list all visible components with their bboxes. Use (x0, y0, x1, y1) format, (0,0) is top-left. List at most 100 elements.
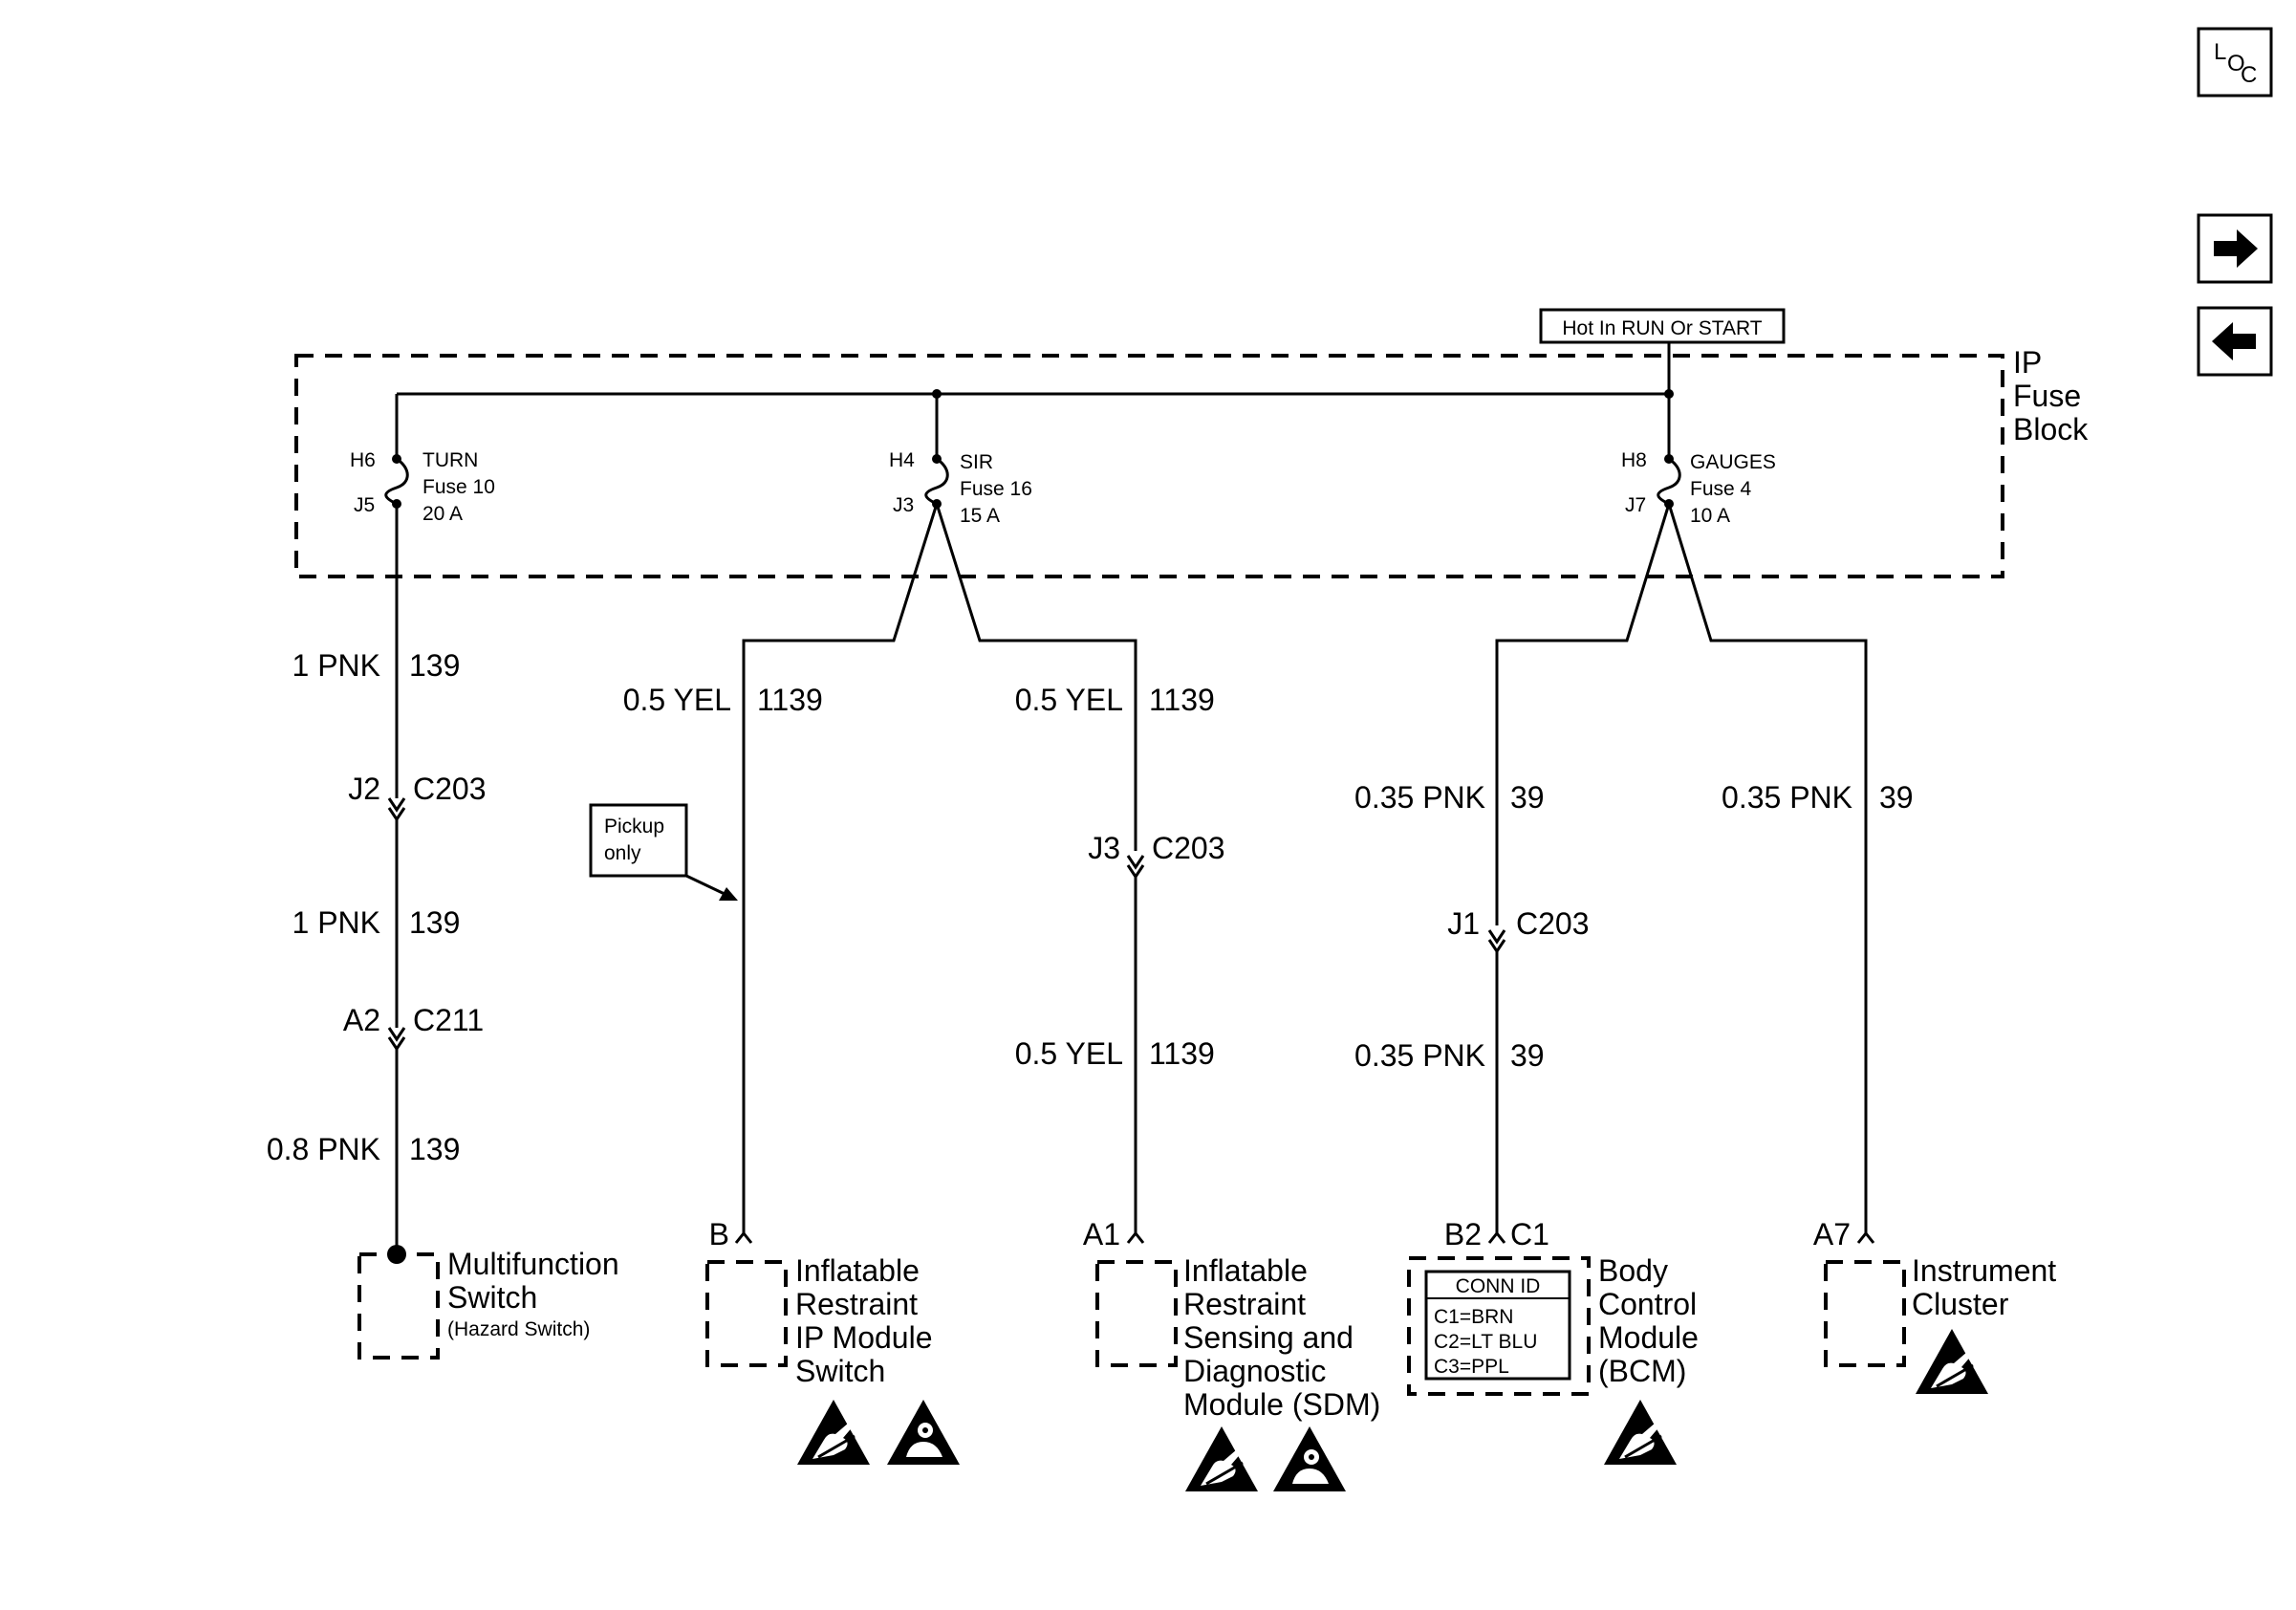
fuse-sir-bottom-pin: J3 (893, 494, 914, 516)
component-label: Module (1598, 1320, 1699, 1355)
component-label: Restraint (795, 1287, 918, 1321)
wire-circuit-label: 39 (1879, 780, 1914, 815)
ip-module-switch: B Inflatable Restraint IP Module Switch (705, 1217, 960, 1467)
fuse-turn-number: Fuse 10 (422, 476, 495, 498)
fuse-turn-top-pin: H6 (350, 449, 376, 471)
connector-pin-label: A2 (343, 1003, 380, 1037)
component-label: Module (SDM) (1183, 1387, 1380, 1422)
conn-id-row: C2=LT BLU (1434, 1331, 1537, 1353)
next-page-button[interactable] (2197, 213, 2273, 284)
component-label: Diagnostic (1183, 1354, 1326, 1388)
connector-id-label: C203 (1152, 831, 1225, 865)
component-label: Sensing and (1183, 1320, 1354, 1355)
circuit-1139 (734, 503, 1145, 1244)
component-label: Cluster (1912, 1287, 2009, 1321)
power-source-text: Hot In RUN Or START (1562, 317, 1762, 339)
multifunction-switch: Multifunction Switch (Hazard Switch) (357, 1247, 619, 1360)
fuse-block-label-3: Block (2013, 412, 2089, 446)
fuse-gauges-rating: 10 A (1690, 505, 1730, 527)
component-label: Switch (447, 1280, 537, 1315)
connector-pin-label: J3 (1088, 831, 1120, 865)
component-label: Body (1598, 1253, 1668, 1288)
fuse-sir-top-pin: H4 (889, 449, 915, 471)
sir-warning-icon (1273, 1426, 1346, 1491)
fuse-gauges-bottom-pin: J7 (1625, 494, 1646, 516)
wire-gauge-label: 1 PNK (292, 648, 380, 683)
power-source-label: Hot In RUN Or START (1539, 308, 1786, 344)
component-pin-label: A7 (1813, 1217, 1851, 1251)
wire-circuit-label: 39 (1510, 1038, 1545, 1073)
wire-gauge-label: 0.35 PNK (1354, 780, 1485, 815)
sdm-module: A1 Inflatable Restraint Sensing and Diag… (1083, 1217, 1380, 1493)
component-label: Multifunction (447, 1247, 619, 1281)
wire-circuit-label: 139 (409, 648, 460, 683)
connector-pin-label: J2 (348, 772, 380, 806)
esd-warning-icon (1183, 1425, 1260, 1493)
location-button[interactable]: L O C (2197, 27, 2273, 98)
fuse-turn: H6 J5 TURN Fuse 10 20 A (350, 394, 495, 525)
note-text: Pickup (604, 816, 664, 838)
wire-gauge-label: 0.35 PNK (1354, 1038, 1485, 1073)
previous-page-button[interactable] (2197, 306, 2273, 377)
connector-pin-label: J1 (1447, 906, 1480, 941)
fuse-gauges-name: GAUGES (1690, 451, 1776, 473)
wire-gauge-label: 0.5 YEL (623, 683, 731, 717)
circuit-39 (1487, 503, 1875, 1244)
component-label: Switch (795, 1354, 885, 1388)
fuse-sir-name: SIR (960, 451, 993, 473)
location-button-label-c: C (2241, 62, 2257, 88)
component-label: Control (1598, 1287, 1697, 1321)
component-label: (BCM) (1598, 1354, 1686, 1388)
component-pin-label: B2 (1444, 1217, 1482, 1251)
wire-circuit-label: 1139 (1149, 683, 1215, 717)
arrow-left-icon (2212, 322, 2256, 360)
component-label: Instrument (1912, 1253, 2056, 1288)
conn-id-row: C1=BRN (1434, 1306, 1513, 1328)
wire-circuit-label: 39 (1510, 780, 1545, 815)
component-label: Inflatable (1183, 1253, 1308, 1288)
fuse-block-label-1: IP (2013, 345, 2042, 380)
fuse-gauges-number: Fuse 4 (1690, 478, 1752, 500)
pickup-only-note: Pickup only (589, 803, 738, 901)
wire-gauge-label: 1 PNK (292, 905, 380, 940)
esd-warning-icon (1602, 1398, 1679, 1467)
sir-warning-icon (887, 1400, 960, 1465)
instrument-cluster: A7 Instrument Cluster (1813, 1217, 2056, 1396)
esd-warning-icon (795, 1398, 872, 1467)
fuse-sir-number: Fuse 16 (960, 478, 1032, 500)
circuit-139 (387, 504, 406, 1264)
conn-id-row: C3=PPL (1434, 1356, 1509, 1378)
wire-circuit-label: 1139 (1149, 1036, 1215, 1071)
fuse-gauges: H8 J7 GAUGES Fuse 4 10 A (1621, 394, 1776, 527)
wire-circuit-label: 1139 (757, 683, 823, 717)
component-label: Restraint (1183, 1287, 1306, 1321)
esd-warning-icon (1914, 1327, 1990, 1396)
location-button-label-o: O (2227, 51, 2245, 76)
fuse-turn-rating: 20 A (422, 503, 463, 525)
arrow-right-icon (2214, 229, 2258, 268)
note-text: only (604, 842, 641, 864)
fuse-sir-rating: 15 A (960, 505, 1000, 527)
component-pin-label: B (709, 1217, 729, 1251)
connector-id-label: C211 (413, 1003, 484, 1037)
conn-id-title: CONN ID (1456, 1275, 1541, 1297)
wire-circuit-label: 139 (409, 1132, 460, 1166)
connector-id-label: C203 (413, 772, 487, 806)
component-label: IP Module (795, 1320, 933, 1355)
component-pin-label: A1 (1083, 1217, 1120, 1251)
wire-gauge-label: 0.8 PNK (267, 1132, 380, 1166)
wire-circuit-label: 139 (409, 905, 460, 940)
fuse-block-label-2: Fuse (2013, 379, 2081, 413)
component-connector-label: C1 (1510, 1217, 1549, 1251)
component-label: Inflatable (795, 1253, 920, 1288)
fuse-turn-name: TURN (422, 449, 478, 471)
body-control-module: B2 C1 CONN ID C1=BRN C2=LT BLU C3=PPL Bo… (1407, 1217, 1699, 1467)
fuse-turn-bottom-pin: J5 (354, 494, 375, 516)
fuse-sir: H4 J3 SIR Fuse 16 15 A (889, 394, 1032, 527)
wire-gauge-label: 0.5 YEL (1015, 1036, 1123, 1071)
wire-gauge-label: 0.5 YEL (1015, 683, 1123, 717)
connector-id-label: C203 (1516, 906, 1590, 941)
fuse-gauges-top-pin: H8 (1621, 449, 1647, 471)
component-sub-label: (Hazard Switch) (447, 1318, 590, 1340)
wire-gauge-label: 0.35 PNK (1722, 780, 1852, 815)
